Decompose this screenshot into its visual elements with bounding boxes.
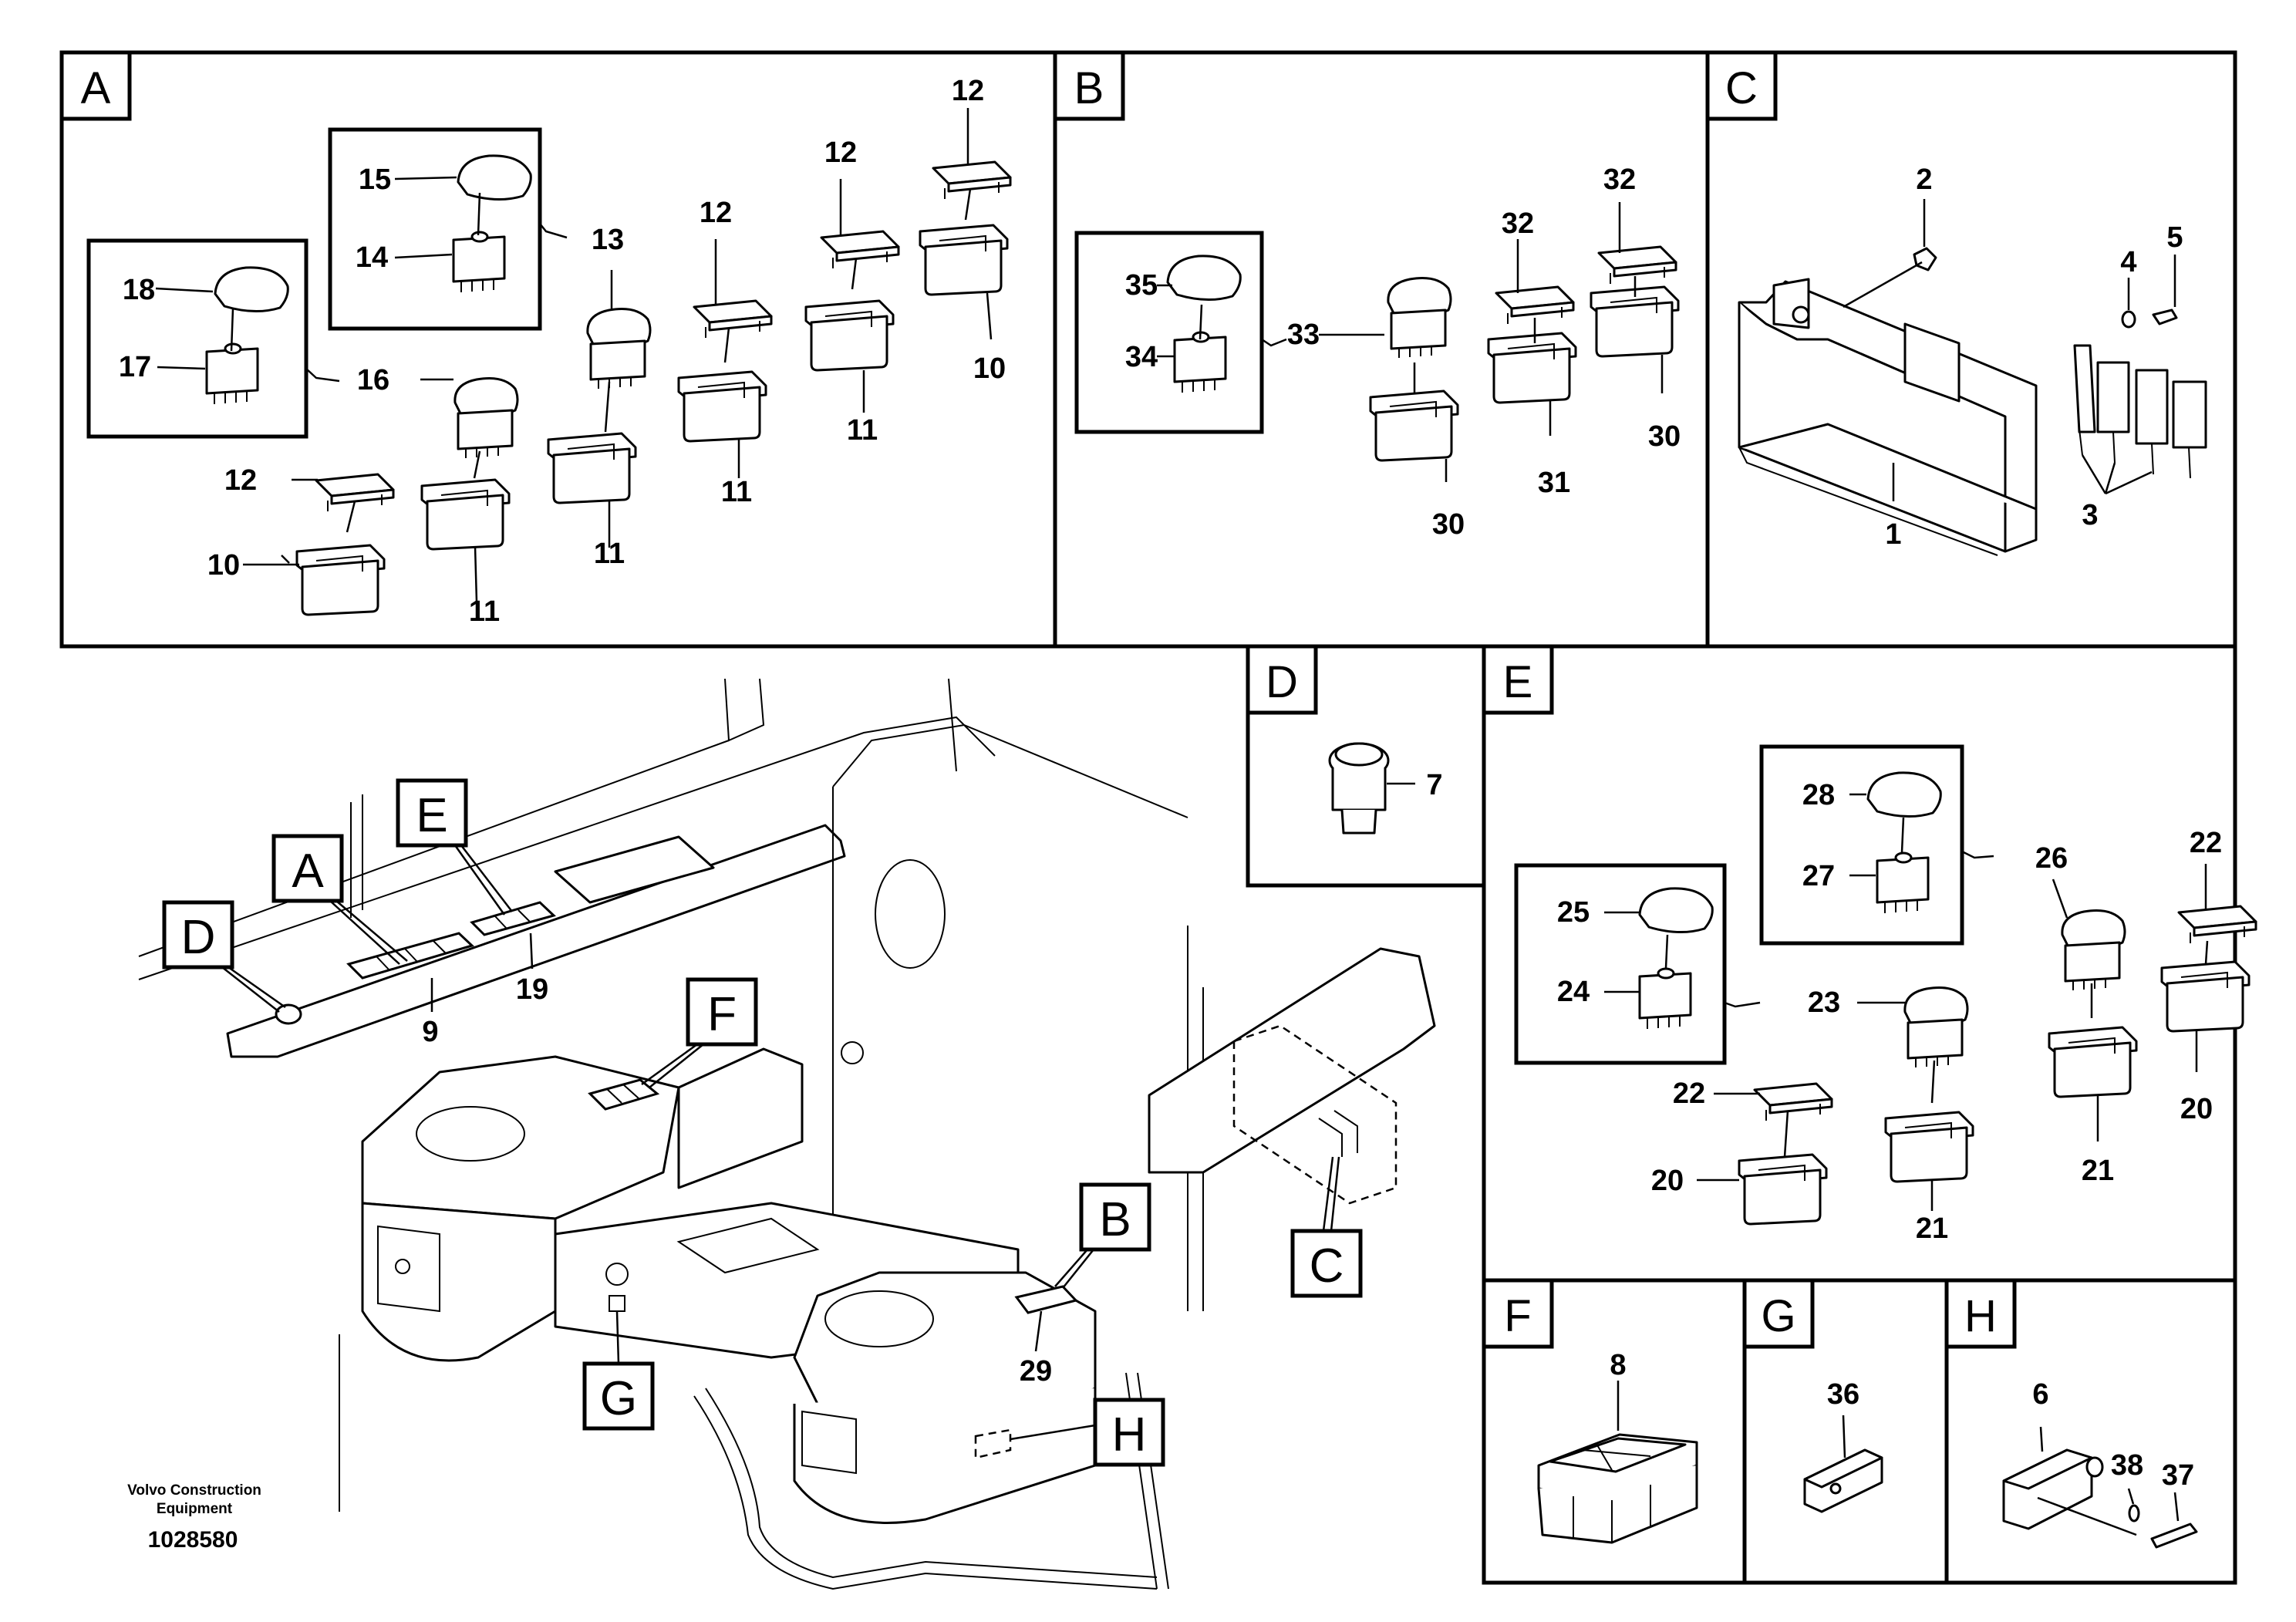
svg-text:12: 12 (224, 464, 257, 497)
svg-text:13: 13 (592, 224, 624, 256)
svg-text:F: F (707, 988, 737, 1041)
svg-text:37: 37 (2162, 1459, 2194, 1492)
svg-text:6: 6 (2032, 1378, 2048, 1411)
svg-text:10: 10 (207, 549, 240, 582)
panel-a-tag: A (59, 50, 132, 121)
svg-text:G: G (600, 1372, 637, 1425)
svg-text:D: D (1266, 657, 1298, 707)
svg-text:30: 30 (1432, 508, 1465, 541)
svg-text:E: E (416, 789, 447, 842)
inset-26 (1759, 744, 1964, 946)
svg-text:32: 32 (1603, 164, 1636, 196)
svg-text:A: A (81, 63, 111, 113)
svg-text:12: 12 (952, 75, 984, 107)
svg-text:D: D (181, 911, 216, 964)
svg-text:7: 7 (1426, 769, 1442, 801)
panel-d-tag: D (1246, 644, 1318, 715)
svg-text:20: 20 (1651, 1165, 1684, 1197)
svg-text:C: C (1310, 1239, 1344, 1293)
drawing-number: 1028580 (148, 1527, 238, 1553)
svg-text:B: B (1099, 1193, 1131, 1246)
svg-text:35: 35 (1125, 269, 1158, 302)
svg-text:15: 15 (359, 164, 391, 196)
panel-c-tag: C (1705, 50, 1778, 121)
cab-overview (138, 678, 1436, 1590)
svg-text:12: 12 (700, 197, 732, 229)
svg-text:22: 22 (1673, 1077, 1705, 1110)
svg-text:H: H (1112, 1408, 1147, 1462)
svg-text:21: 21 (1916, 1212, 1948, 1245)
panel-e-parts: 28 27 26 22 25 24 23 22 20 21 21 20 (1514, 744, 2257, 1245)
svg-text:23: 23 (1808, 986, 1840, 1019)
inset-23 (1514, 863, 1727, 1065)
svg-text:21: 21 (2082, 1155, 2114, 1187)
svg-text:12: 12 (824, 137, 857, 169)
svg-text:11: 11 (847, 414, 878, 447)
overview-callouts: A E D F B C G H 9 19 29 (162, 778, 1363, 1467)
inset-16 (86, 238, 308, 439)
svg-text:36: 36 (1827, 1378, 1859, 1411)
panel-h-tag: H (1944, 1278, 2017, 1349)
inset-13 (328, 127, 542, 331)
panel-a-parts: 12 12 12 12 12 13 15 14 18 17 16 10 10 1… (86, 75, 1012, 628)
svg-text:11: 11 (594, 538, 625, 570)
svg-text:11: 11 (721, 476, 752, 508)
svg-text:G: G (1761, 1291, 1795, 1341)
panel-g-tag: G (1742, 1278, 1815, 1349)
svg-text:29: 29 (1020, 1355, 1052, 1388)
panel-h-parts: 6 38 37 (2002, 1378, 2198, 1549)
svg-text:F: F (1504, 1291, 1531, 1341)
panel-e-frame (1482, 644, 2237, 1283)
svg-text:H: H (1964, 1291, 1997, 1341)
panel-g-parts: 36 (1803, 1378, 1883, 1513)
svg-text:31: 31 (1538, 467, 1570, 499)
svg-text:27: 27 (1802, 860, 1835, 892)
inset-33 (1074, 231, 1264, 434)
panel-b-tag: B (1053, 50, 1125, 121)
svg-text:2: 2 (1916, 164, 1932, 196)
panel-f-tag: F (1482, 1278, 1554, 1349)
svg-text:10: 10 (973, 352, 1006, 385)
svg-text:11: 11 (469, 595, 500, 628)
svg-text:38: 38 (2111, 1449, 2143, 1482)
svg-text:30: 30 (1648, 420, 1681, 453)
svg-text:16: 16 (357, 364, 389, 396)
svg-text:18: 18 (123, 274, 155, 306)
panel-h-frame (1944, 1278, 2237, 1585)
company-name-line1: Volvo Construction (127, 1482, 261, 1499)
footer: Volvo Construction Equipment 1028580 (127, 1482, 261, 1553)
svg-text:C: C (1725, 63, 1758, 113)
svg-text:32: 32 (1502, 207, 1534, 240)
panel-f-parts: 8 (1537, 1349, 1698, 1544)
svg-text:14: 14 (356, 241, 388, 274)
svg-text:9: 9 (422, 1016, 438, 1048)
svg-text:24: 24 (1557, 976, 1590, 1008)
panel-c-parts: 2 4 5 1 3 (1738, 164, 2207, 556)
svg-text:B: B (1074, 63, 1104, 113)
panel-d-parts: 7 (1328, 742, 1443, 835)
panel-e-tag: E (1482, 644, 1554, 715)
svg-text:A: A (292, 845, 324, 898)
svg-text:3: 3 (2082, 499, 2098, 531)
svg-text:33: 33 (1287, 319, 1320, 351)
svg-text:4: 4 (2120, 246, 2136, 278)
svg-text:34: 34 (1125, 341, 1158, 373)
svg-text:28: 28 (1802, 779, 1835, 811)
svg-text:17: 17 (119, 351, 151, 383)
svg-text:5: 5 (2166, 221, 2183, 254)
panel-b-parts: 32 32 35 34 33 30 31 30 (1074, 164, 1681, 541)
svg-text:8: 8 (1610, 1349, 1626, 1381)
svg-text:20: 20 (2180, 1093, 2213, 1125)
svg-text:E: E (1503, 657, 1533, 707)
company-name-line2: Equipment (157, 1501, 233, 1517)
svg-text:26: 26 (2035, 842, 2068, 875)
svg-text:25: 25 (1557, 896, 1590, 929)
svg-text:19: 19 (516, 973, 548, 1006)
svg-text:1: 1 (1885, 518, 1901, 551)
svg-text:22: 22 (2190, 827, 2222, 859)
